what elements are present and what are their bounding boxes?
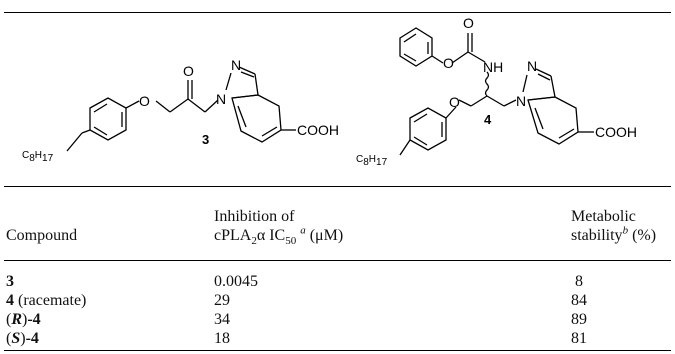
header-stability: Metabolic stabilityb (%)	[571, 207, 656, 245]
row-4-ic50: 18	[214, 330, 230, 347]
c8h17-label-4: C8H17	[356, 154, 388, 168]
row-4-stability: 81	[571, 330, 587, 347]
compound-4-structure	[399, 27, 594, 156]
header-rule	[4, 260, 671, 261]
row-1-compound: 3	[6, 273, 14, 290]
header-compound: Compound	[6, 227, 78, 244]
c8h17-label-3: C8H17	[22, 150, 54, 164]
ether-oxygen-4: O	[449, 94, 460, 110]
header-stability-line1: Metabolic	[571, 208, 636, 225]
header-inhibition-line1: Inhibition of	[214, 208, 295, 225]
carbamate-oxygen-4: O	[443, 55, 454, 71]
row-1-ic50: 0.0045	[214, 273, 258, 290]
row-1-stability: 8	[575, 273, 583, 290]
row-2-stability: 84	[571, 292, 587, 309]
ether-oxygen-3: O	[139, 93, 150, 109]
cooh-label-3: COOH	[297, 122, 339, 138]
row-4-compound: (S)-4	[6, 330, 39, 347]
carbonyl-oxygen-4: O	[463, 15, 474, 31]
carbonyl-oxygen-3: O	[183, 63, 194, 79]
compound-3-structure	[66, 66, 296, 152]
compound-4-label: 4	[484, 112, 492, 127]
row-3-compound: (R)-4	[6, 311, 41, 328]
indazole-n2-4: N	[527, 58, 537, 74]
cooh-label-4: COOH	[595, 124, 637, 140]
row-3-ic50: 34	[214, 311, 230, 328]
structures-rule	[4, 186, 671, 187]
indazole-n2-3: N	[231, 57, 241, 73]
chemical-structures: C8H17 O O N N COOH 3	[22, 15, 637, 168]
row-2-compound: 4 (racemate)	[6, 292, 87, 309]
row-2-ic50: 29	[214, 292, 230, 309]
header-stability-line2: stabilityb (%)	[571, 224, 657, 244]
nh-label-4: NH	[483, 59, 503, 75]
indazole-n1-3: N	[216, 91, 226, 107]
indazole-n1-4: N	[516, 93, 526, 109]
top-rule	[4, 12, 671, 14]
header-inhibition: Inhibition of cPLA2α IC50 a (μM)	[214, 207, 344, 248]
compound-3-label: 3	[202, 132, 209, 147]
row-3-stability: 89	[571, 311, 587, 328]
bottom-rule	[4, 350, 671, 351]
header-inhibition-line2: cPLA2α IC50 a (μM)	[214, 224, 344, 248]
